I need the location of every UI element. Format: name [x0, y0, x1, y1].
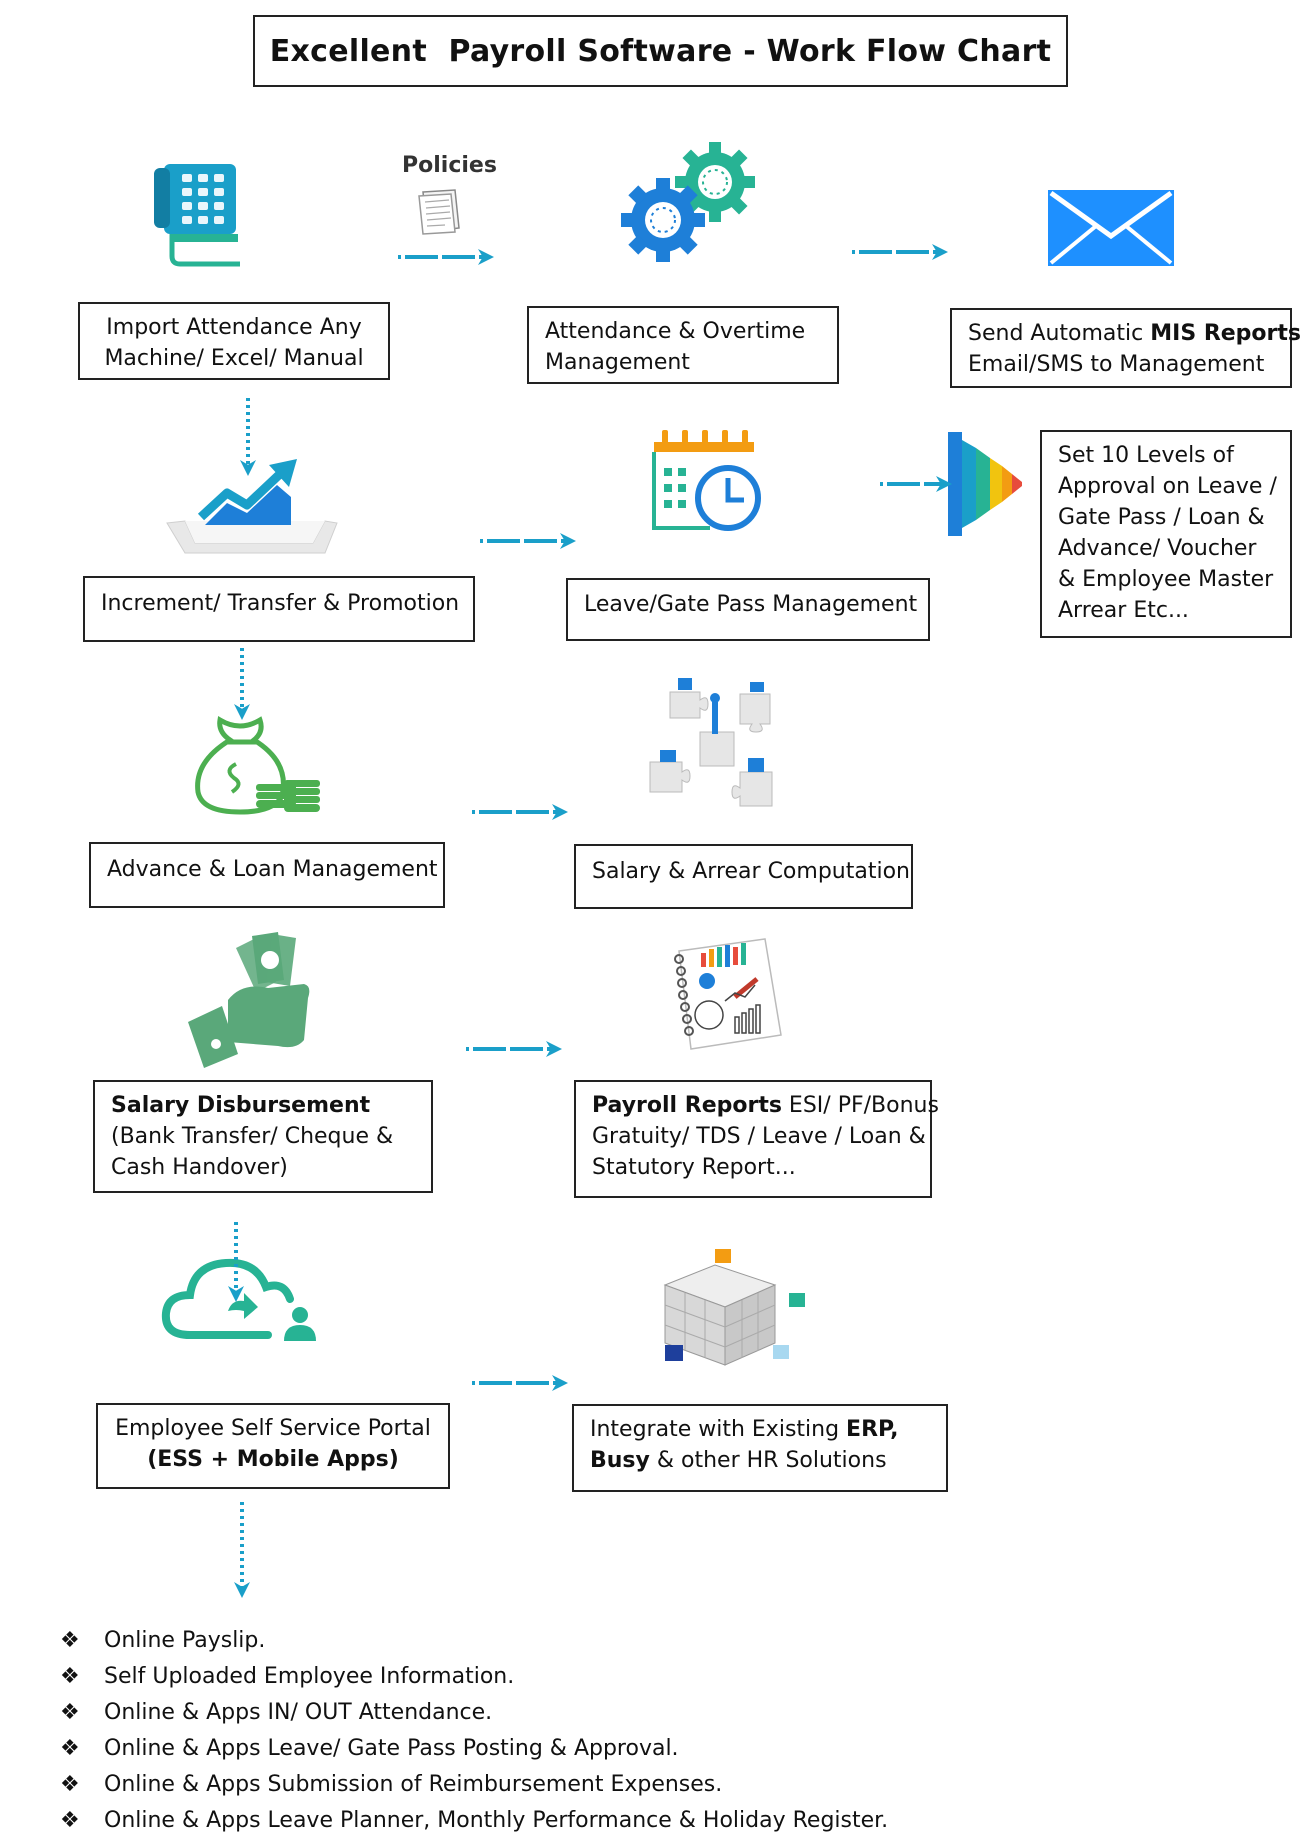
mis-reports-box: Send Automatic MIS Reports Email/SMS to … — [950, 308, 1300, 388]
approval-levels-icon — [948, 432, 1022, 536]
attendance-overtime-box: Attendance & Overtime Management — [527, 306, 839, 384]
list-item: ❖Online Payslip. — [60, 1627, 266, 1653]
cash-hand-icon — [188, 932, 310, 1068]
bullet-diamond-icon: ❖ — [60, 1627, 80, 1653]
salary-disbursement-box: Salary Disbursement (Bank Transfer/ Cheq… — [93, 1080, 433, 1193]
email-envelope-icon — [1048, 190, 1174, 266]
bullet-diamond-icon: ❖ — [60, 1771, 80, 1797]
bullet-diamond-icon: ❖ — [60, 1807, 80, 1833]
ess-features-list: ❖Online Payslip. ❖Self Uploaded Employee… — [60, 1622, 1260, 1838]
bullet-diamond-icon: ❖ — [60, 1735, 80, 1761]
erp-integration-box: Integrate with Existing ERP, Busy & othe… — [572, 1404, 948, 1492]
reports-notebook-icon — [674, 938, 782, 1050]
payroll-reports-box: Payroll Reports ESI/ PF/Bonus Gratuity/ … — [574, 1080, 939, 1198]
cloud-user-icon — [161, 1258, 316, 1341]
list-item: ❖Online & Apps IN/ OUT Attendance. — [60, 1699, 493, 1725]
puzzle-network-icon — [649, 678, 773, 807]
attendance-machine-icon — [154, 164, 240, 267]
policy-document-icon — [418, 189, 460, 235]
approval-levels-box: Set 10 Levels of Approval on Leave / Gat… — [1040, 430, 1292, 638]
bullet-diamond-icon: ❖ — [60, 1699, 80, 1725]
advance-loan-box: Advance & Loan Management — [89, 842, 445, 908]
list-item: ❖Online & Apps Submission of Reimburseme… — [60, 1771, 723, 1797]
calendar-clock-icon — [652, 430, 761, 531]
leave-gatepass-box: Leave/Gate Pass Management — [566, 578, 930, 641]
integration-cube-icon — [663, 1249, 805, 1366]
bullet-diamond-icon: ❖ — [60, 1663, 80, 1689]
list-item: ❖Self Uploaded Employee Information. — [60, 1663, 515, 1689]
growth-chart-icon — [166, 459, 338, 554]
increment-transfer-box: Increment/ Transfer & Promotion — [83, 576, 475, 642]
gears-icon — [621, 142, 755, 262]
money-bag-icon — [195, 715, 320, 815]
list-item: ❖Online & Apps Leave Planner, Monthly Pe… — [60, 1807, 889, 1833]
salary-arrear-box: Salary & Arrear Computation — [574, 844, 913, 909]
import-attendance-box: Import Attendance Any Machine/ Excel/ Ma… — [78, 302, 390, 380]
list-item: ❖Online & Apps Leave/ Gate Pass Posting … — [60, 1735, 679, 1761]
page-title: Excellent Payroll Software - Work Flow C… — [253, 15, 1068, 87]
policies-label: Policies — [402, 153, 497, 178]
ess-portal-box: Employee Self Service Portal (ESS + Mobi… — [96, 1403, 450, 1489]
